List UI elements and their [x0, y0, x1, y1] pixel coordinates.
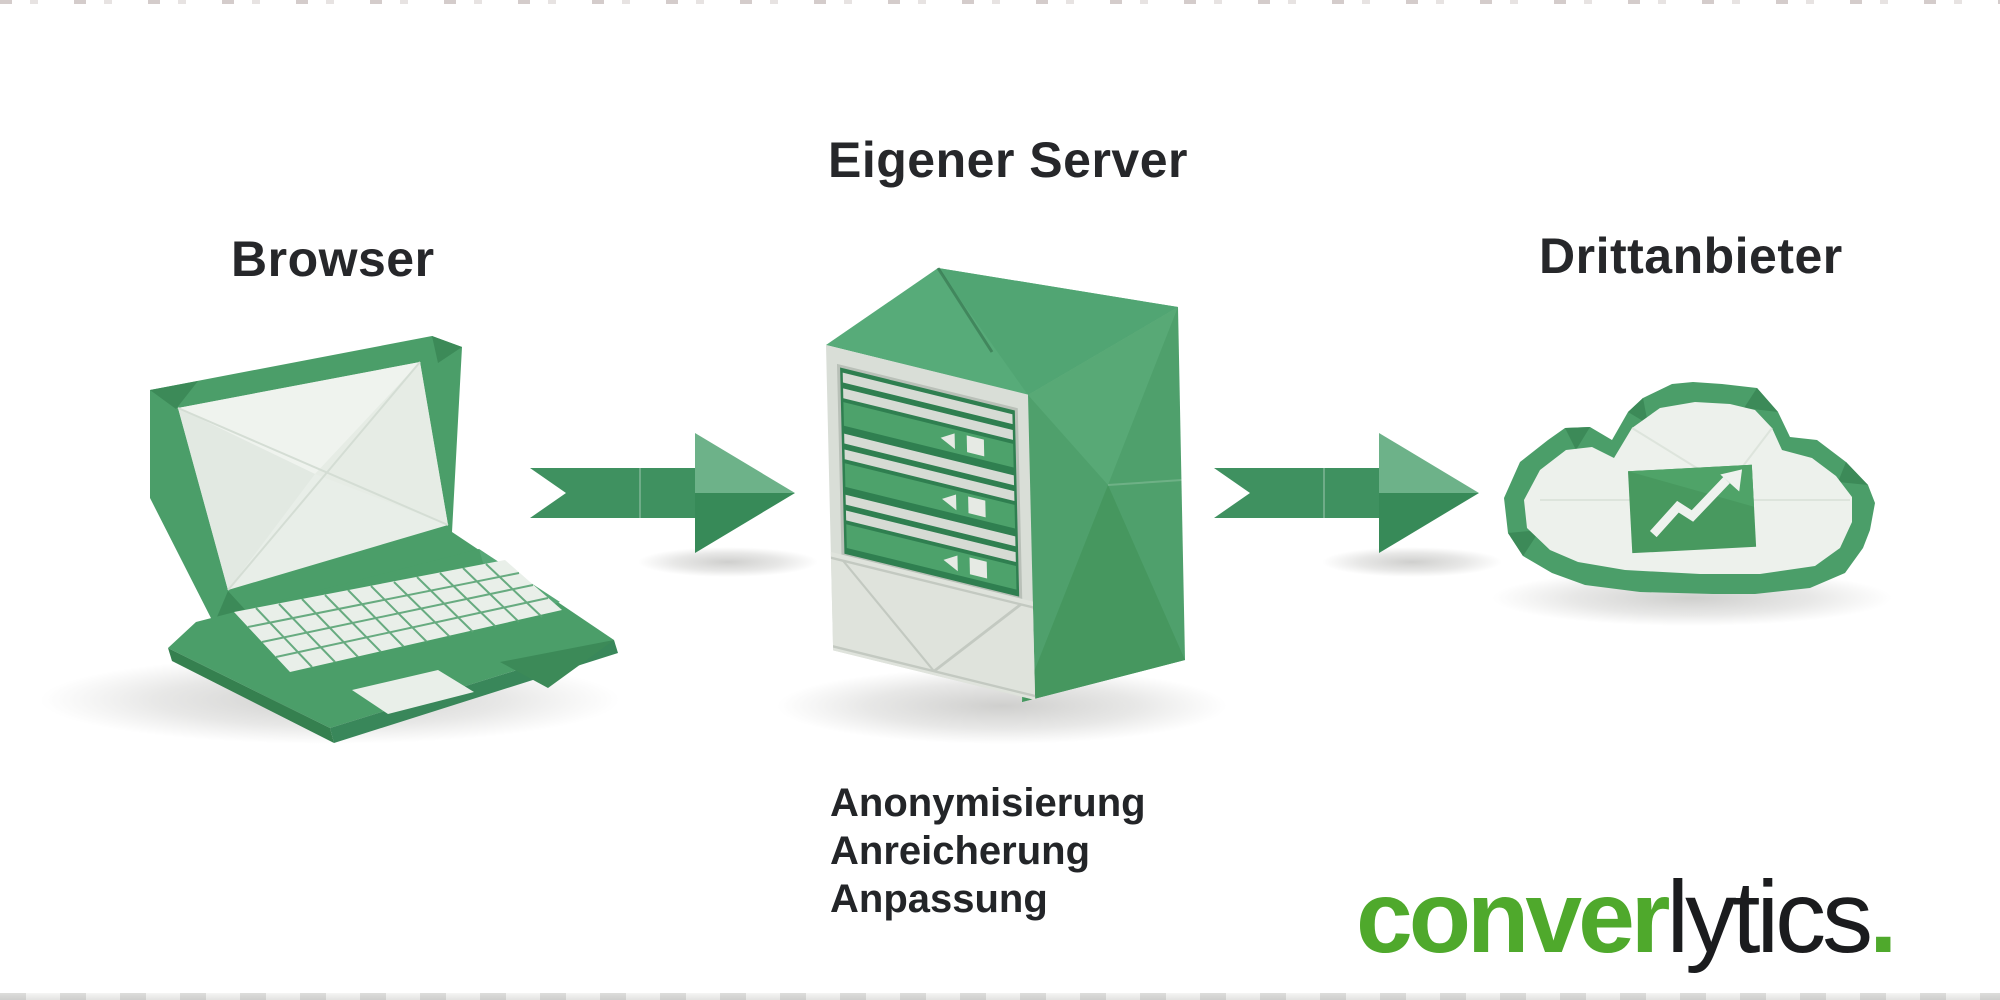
server-function-item: Anreicherung — [830, 829, 1091, 873]
trend-chart-icon — [1627, 464, 1757, 554]
laptop-trackpad — [352, 670, 474, 714]
server-drive-bay — [844, 433, 1016, 529]
origami-server-tower-icon — [826, 267, 1185, 702]
scan-noise-top-edge — [0, 0, 2000, 4]
node-label-drittanbieter: Drittanbieter — [1539, 228, 1843, 284]
server-functions-list: Anonymisierung Anreicherung Anpassung — [830, 779, 1146, 923]
server-drive-bay — [842, 372, 1014, 468]
converlytics-logo: converlytics. — [1356, 866, 1898, 968]
flow-arrow-browser-to-server-icon — [530, 433, 795, 553]
origami-laptop-icon — [150, 336, 618, 743]
server-function-item: Anpassung — [830, 877, 1048, 921]
logo-text-bold: conver — [1356, 860, 1670, 974]
flow-arrow-server-to-thirdparty-icon — [1214, 433, 1479, 553]
server-function-item: Anonymisierung — [830, 781, 1146, 825]
logo-period: . — [1869, 860, 1897, 974]
server-drive-bay — [845, 494, 1017, 590]
node-label-browser: Browser — [231, 231, 435, 287]
origami-cloud-icon — [1504, 382, 1875, 594]
node-label-server: Eigener Server — [828, 132, 1188, 188]
scan-noise-bottom-edge — [0, 993, 2000, 1000]
logo-text-light: lytics — [1666, 860, 1874, 974]
